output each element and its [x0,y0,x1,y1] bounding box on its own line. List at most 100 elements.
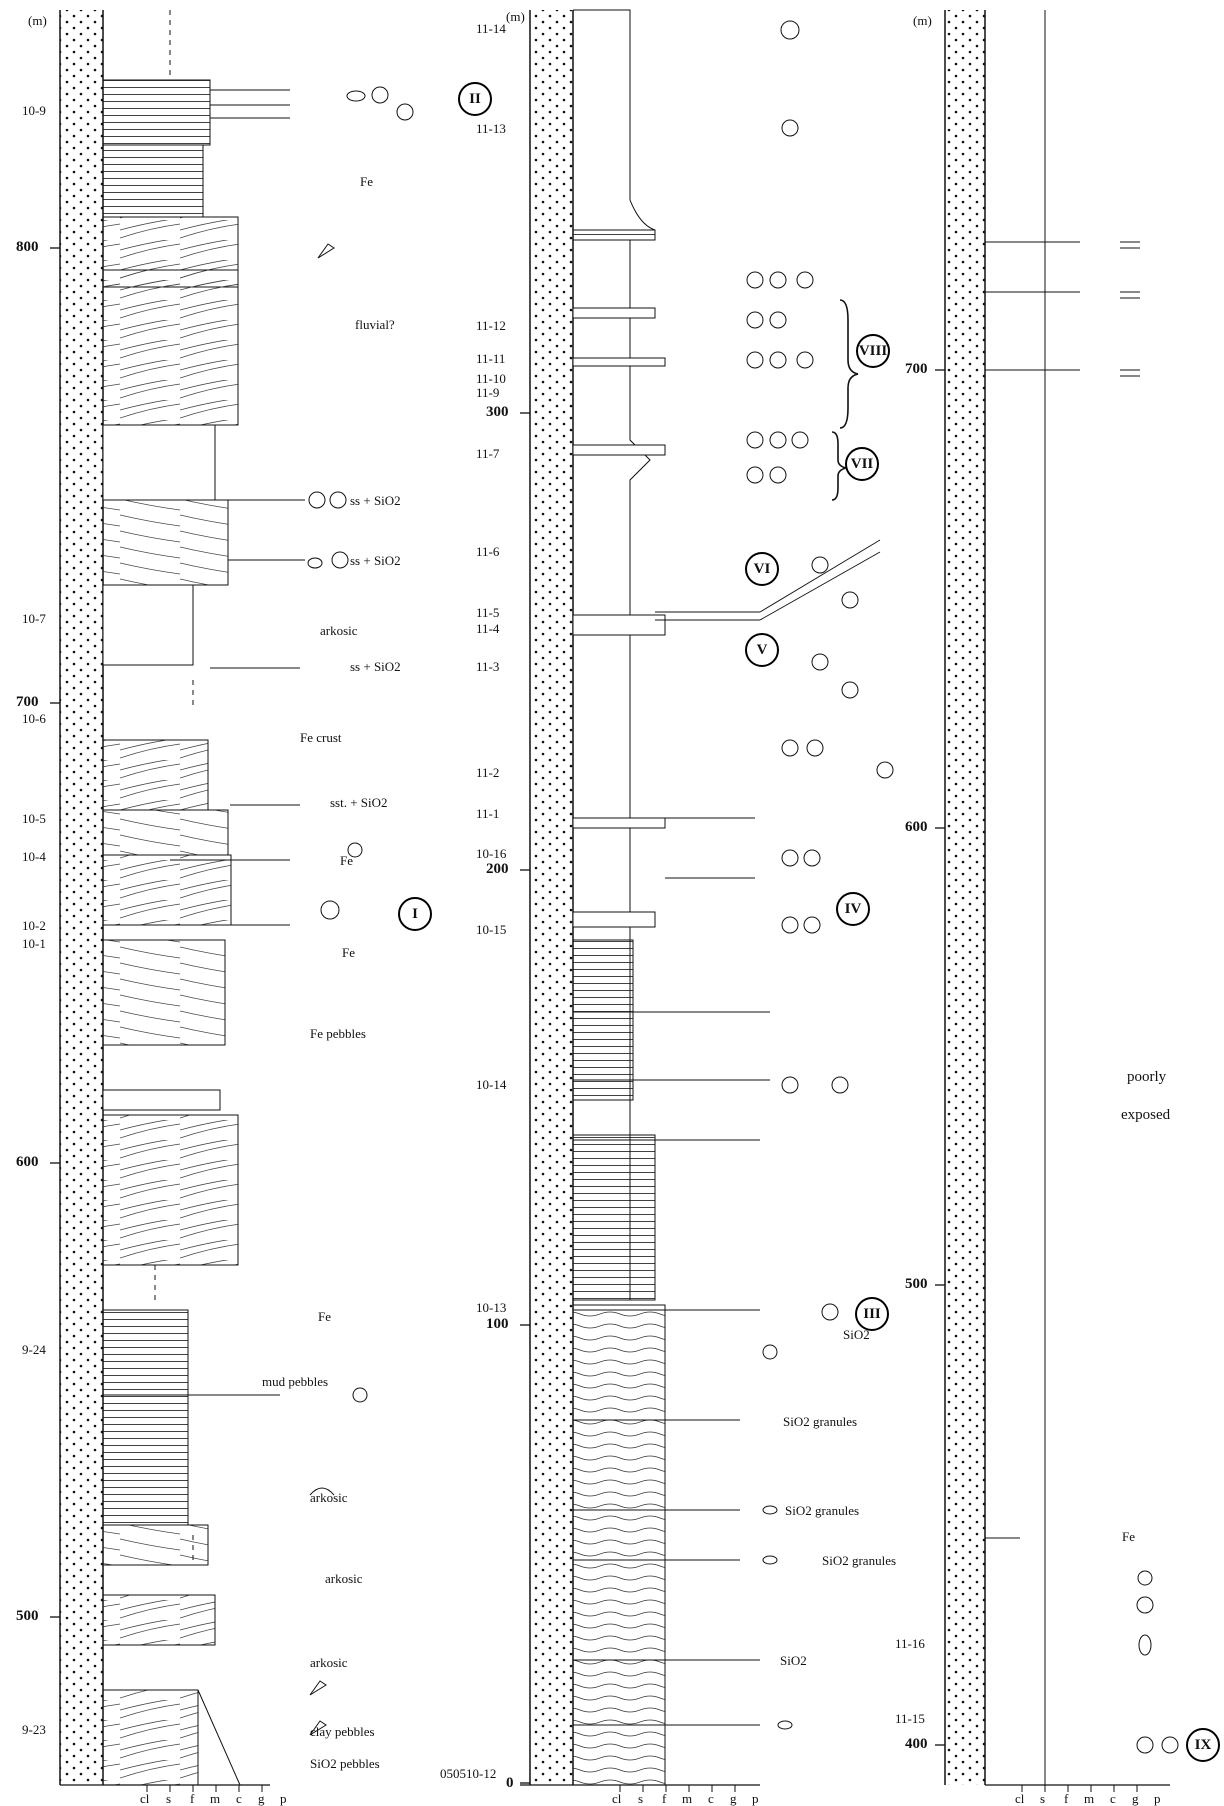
sample-label: 050510-12 [440,1766,497,1781]
grain-size-label: cl [612,1791,622,1806]
interval-marker: II [458,82,492,116]
grain-size-label: m [210,1791,221,1806]
grain-size-label: c [1110,1791,1116,1806]
annotation: Fe [1122,1529,1135,1544]
annotation: poorly [1127,1069,1167,1085]
grain-size-label: s [1040,1791,1046,1806]
grain-size-label: c [236,1791,242,1806]
annotation: mud pebbles [262,1374,329,1389]
unit-label-right: (m) [913,13,932,28]
grain-size-label: p [280,1791,287,1806]
interval-marker: I [398,897,432,931]
depth-tick-label: 700 [905,361,928,377]
depth-tick-label: 300 [486,404,509,420]
depth-tick-label: 200 [486,861,509,877]
sample-label: 10-4 [22,849,46,864]
sample-label: 11-9 [476,385,500,400]
annotation: SiO2 granules [822,1553,897,1568]
depth-tick-label: 600 [905,819,928,835]
annotation: clay pebbles [310,1724,375,1739]
grain-size-label: p [1154,1791,1161,1806]
sample-label: 11-12 [476,318,506,333]
grain-size-label: g [258,1791,265,1806]
annotation: SiO2 granules [783,1414,858,1429]
annotation: ss + SiO2 [350,659,401,674]
annotation: fluvial? [355,317,395,332]
depth-tick-label: 600 [16,1154,39,1170]
grain-size-label: s [638,1791,644,1806]
right-section [935,10,1179,1792]
interval-marker: IX [1186,1728,1220,1762]
grain-size-label: m [1084,1791,1095,1806]
annotation: SiO2 granules [785,1503,860,1518]
depth-tick-label: 800 [16,239,39,255]
sample-label: 11-7 [476,446,500,461]
sample-label: 10-16 [476,846,507,861]
sample-label: 10-2 [22,918,46,933]
grain-size-label: f [662,1791,667,1806]
interval-marker: IV [836,892,870,926]
sample-label: 11-5 [476,605,500,620]
annotation: Fe pebbles [310,1026,366,1041]
sample-label: 11-11 [476,351,506,366]
annotation: ss + SiO2 [350,493,401,508]
sample-label: 10-7 [22,611,46,626]
grain-size-label: p [752,1791,759,1806]
interval-marker: III [855,1297,889,1331]
sample-label: 9-23 [22,1722,46,1737]
annotation: Fe [318,1309,331,1324]
interval-marker: VII [845,447,879,481]
grain-size-label: f [190,1791,195,1806]
sample-label: 11-15 [895,1711,925,1726]
grain-size-label: g [1132,1791,1139,1806]
annotation: SiO2 pebbles [310,1756,380,1771]
sample-label: 11-14 [476,21,506,36]
sample-label: 11-2 [476,765,500,780]
depth-tick-label: 0 [506,1775,514,1791]
annotation: SiO2 [843,1327,870,1342]
annotation: arkosic [310,1655,348,1670]
sample-label: 11-16 [895,1636,925,1651]
grain-size-label: cl [140,1791,150,1806]
sample-label: 11-13 [476,121,506,136]
sample-label: 10-14 [476,1077,507,1092]
grain-size-label: f [1064,1791,1069,1806]
left-section [50,10,414,1792]
sample-label: 11-1 [476,806,500,821]
interval-marker: VI [745,552,779,586]
grain-size-label: cl [1015,1791,1025,1806]
grain-size-label: m [682,1791,693,1806]
depth-tick-label: 500 [905,1276,928,1292]
sample-label: 10-15 [476,922,507,937]
sample-label: 10-13 [476,1300,507,1315]
unit-label-left: (m) [28,13,47,28]
sample-label: 11-10 [476,371,506,386]
sample-label: 10-6 [22,711,46,726]
annotation: SiO2 [780,1653,807,1668]
annotation: Fe [360,174,373,189]
interval-marker: VIII [856,334,890,368]
sample-label: 10-5 [22,811,46,826]
depth-tick-label: 700 [16,694,39,710]
interval-marker: V [745,633,779,667]
annotation: Fe [342,945,355,960]
annotation: ss + SiO2 [350,553,401,568]
grain-size-label: g [730,1791,737,1806]
unit-label-middle: (m) [506,9,525,24]
annotation: Fe crust [300,730,342,745]
annotation: arkosic [320,623,358,638]
annotation: exposed [1121,1107,1171,1123]
annotation: sst. + SiO2 [330,795,388,810]
depth-tick-label: 500 [16,1608,39,1624]
annotation: arkosic [310,1490,348,1505]
middle-section [520,9,894,1792]
grain-size-label: c [708,1791,714,1806]
sample-label: 10-1 [22,936,46,951]
sample-label: 11-3 [476,659,500,674]
annotation: arkosic [325,1571,363,1586]
depth-tick-label: 100 [486,1316,509,1332]
sample-label: 11-6 [476,544,500,559]
depth-tick-label: 400 [905,1736,928,1752]
grain-size-label: s [166,1791,172,1806]
